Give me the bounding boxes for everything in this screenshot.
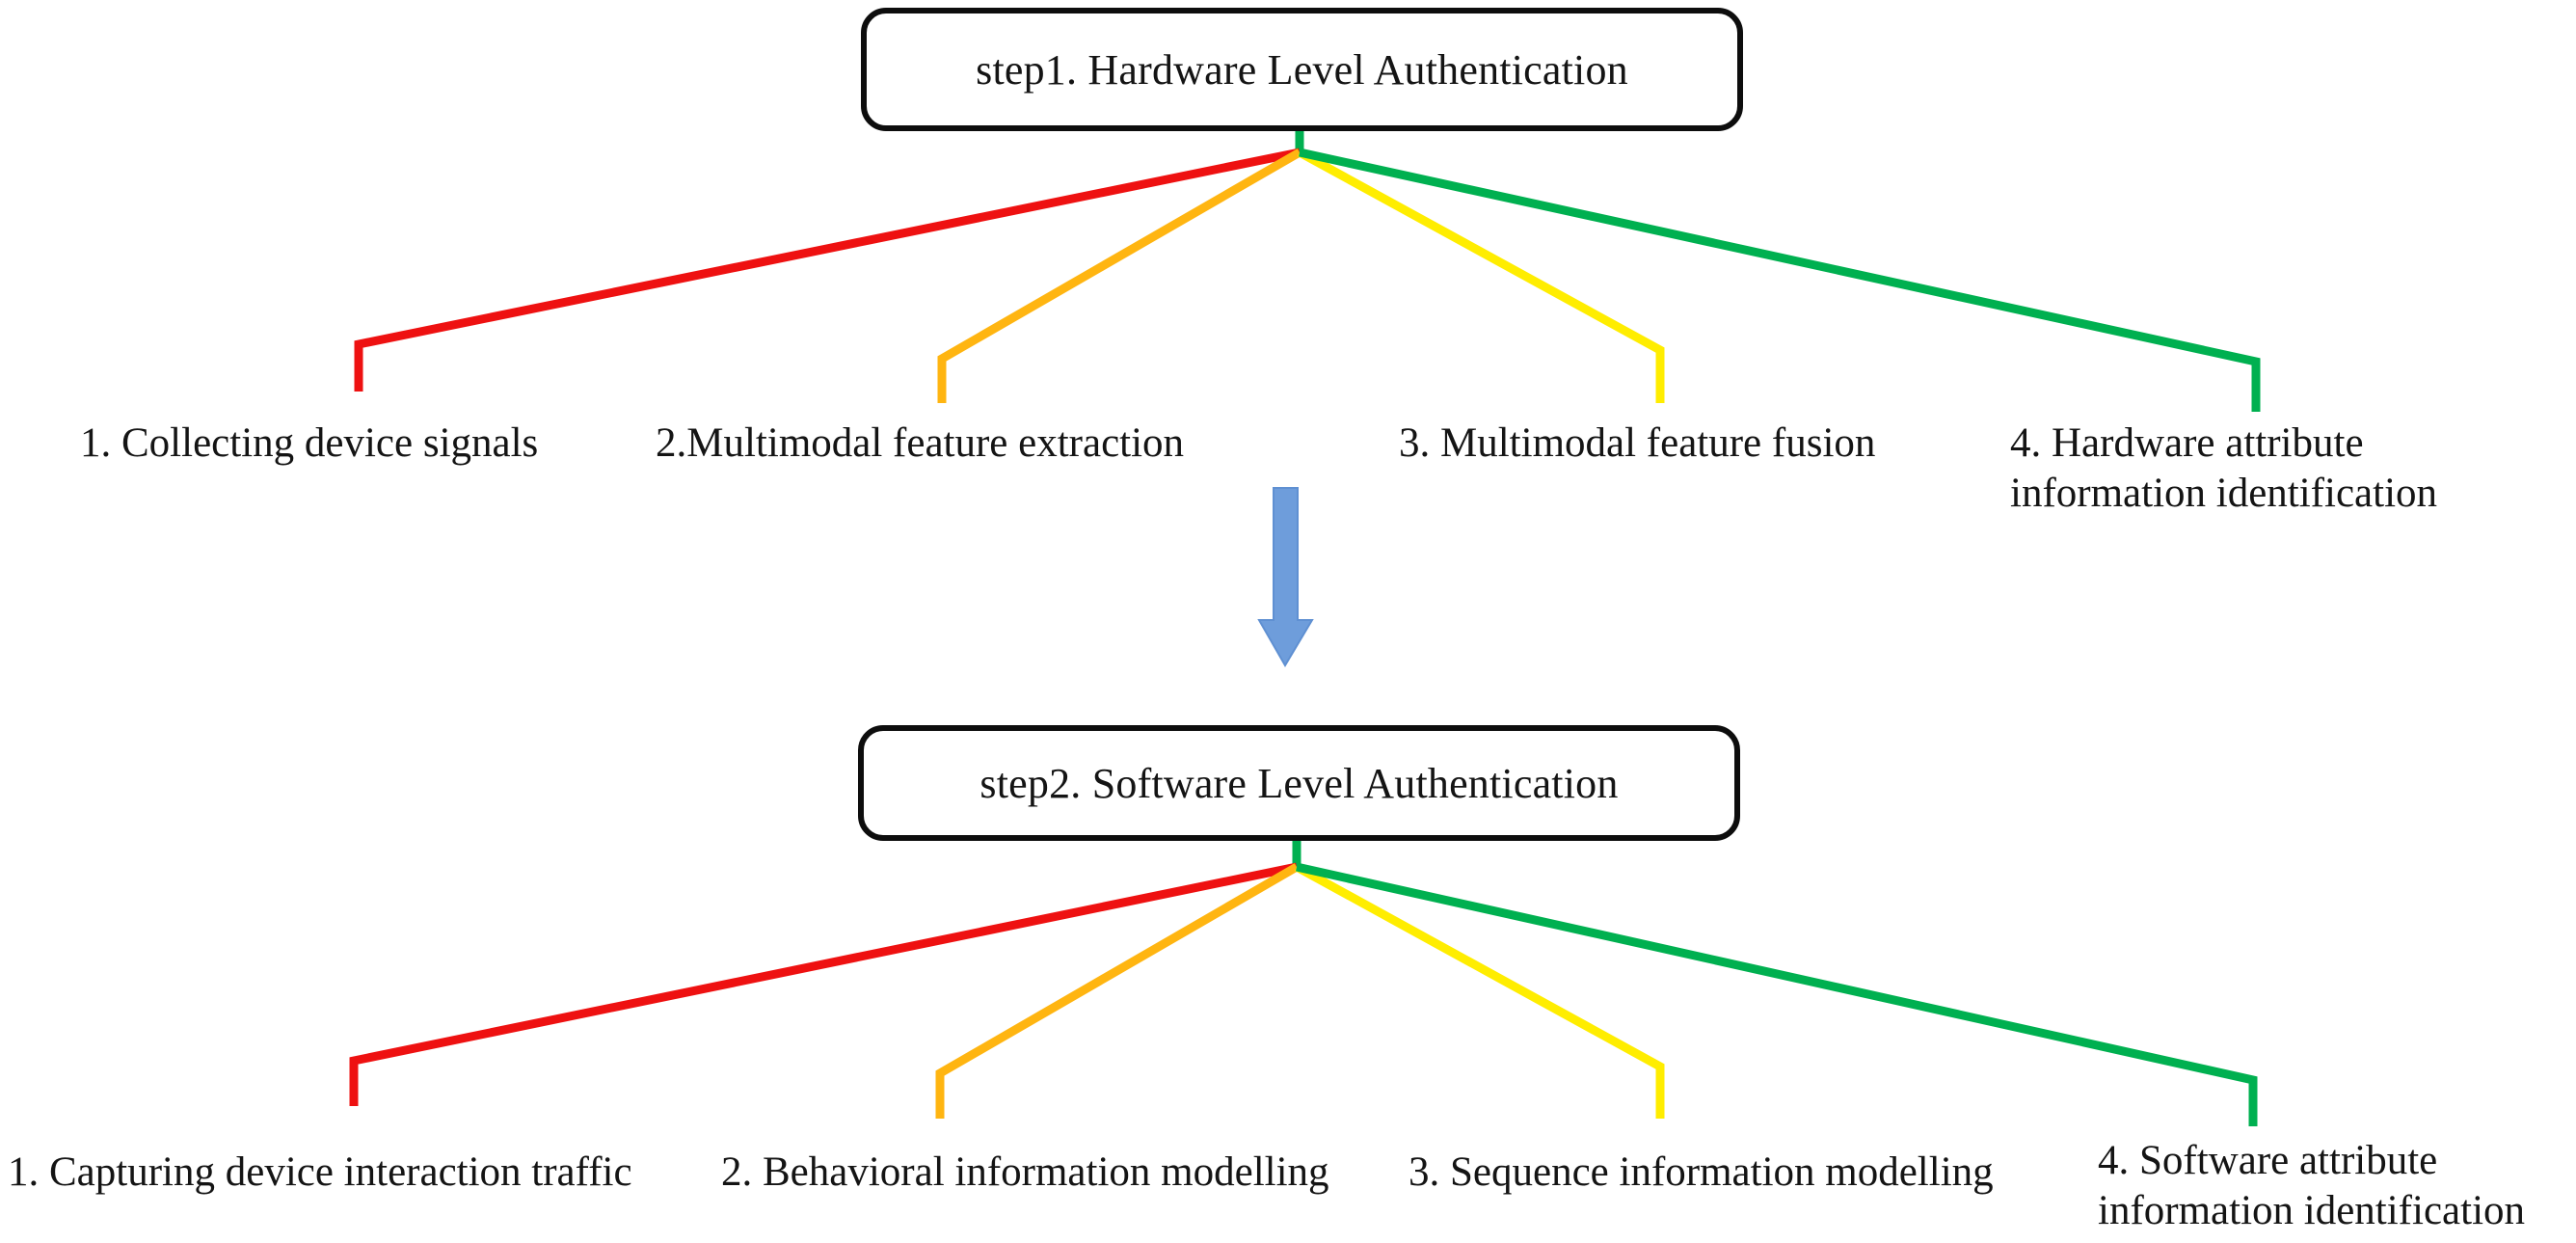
step1-leaf-label-3: 3. Multimodal feature fusion (1399, 420, 1876, 466)
step2-leaf-label-2: 2. Behavioral information modelling (721, 1149, 1329, 1195)
down-arrow-shape (1257, 487, 1314, 667)
step2-branch-3-line (1294, 863, 1665, 1119)
step1-branch-1-line (354, 148, 1301, 392)
step1-title: step1. Hardware Level Authentication (976, 45, 1628, 94)
step1-leaf-label-4: 4. Hardware attribute information identi… (2010, 420, 2438, 517)
step1-branch-2-line (937, 149, 1302, 403)
step2-box[interactable]: step2. Software Level Authentication (858, 725, 1740, 841)
step1-box[interactable]: step1. Hardware Level Authentication (861, 8, 1743, 131)
step1-branch-4-line (1299, 148, 2261, 412)
step2-leaf-label-3: 3. Sequence information modelling (1409, 1149, 1994, 1195)
step1-leaf-label-2: 2.Multimodal feature extraction (656, 420, 1185, 466)
step2-branch-2-line (935, 863, 1300, 1119)
step2-branch-4-line (1296, 862, 2258, 1126)
step1-branch-3-line (1297, 149, 1665, 403)
step2-leaf-label-4: 4. Software attribute information identi… (2098, 1138, 2526, 1234)
step2-leaf-label-1: 1. Capturing device interaction traffic (8, 1149, 632, 1195)
step2-branch-1-line (349, 862, 1298, 1106)
step2-branches (349, 841, 2258, 1126)
step1-leaf-label-1: 1. Collecting device signals (80, 420, 539, 466)
step2-title: step2. Software Level Authentication (979, 759, 1619, 807)
step1-branches (354, 131, 2261, 412)
down-arrow-icon (1257, 487, 1314, 667)
